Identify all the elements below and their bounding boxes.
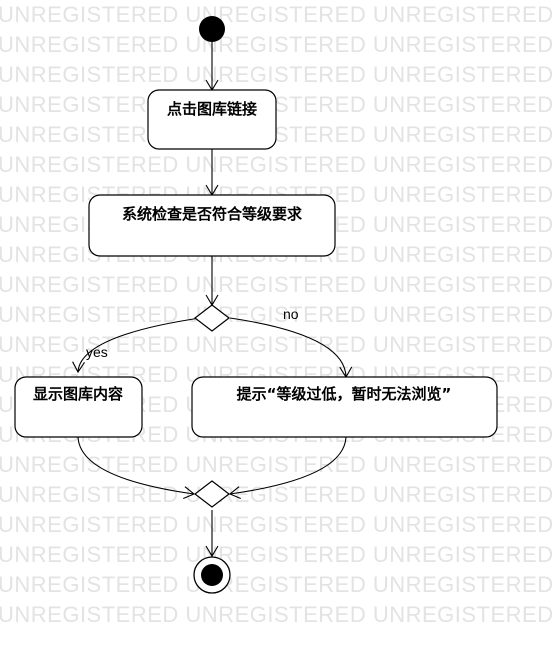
guard-yes-label: yes: [86, 344, 108, 360]
watermark-row: UNREGISTERED UNREGISTERED UNREGISTERED U…: [0, 602, 558, 627]
merge-node: [194, 480, 230, 508]
action-system-check-level: [88, 194, 336, 257]
initial-node: [199, 16, 225, 42]
watermark-row: UNREGISTERED UNREGISTERED UNREGISTERED U…: [0, 572, 558, 597]
watermark-row: UNREGISTERED UNREGISTERED UNREGISTERED U…: [0, 272, 558, 297]
action-prompt-level-too-low: [191, 376, 498, 438]
watermark-row: UNREGISTERED UNREGISTERED UNREGISTERED U…: [0, 332, 558, 357]
watermark-row: UNREGISTERED UNREGISTERED UNREGISTERED U…: [0, 452, 558, 477]
edge-prompt-to-merge: [228, 436, 347, 500]
watermark-row: UNREGISTERED UNREGISTERED UNREGISTERED U…: [0, 152, 558, 177]
watermark-row: UNREGISTERED UNREGISTERED UNREGISTERED U…: [0, 62, 558, 87]
action-system-check-level-label: 系统检查是否符合等级要求: [122, 205, 303, 223]
final-node-core: [201, 564, 223, 586]
guard-no-label: no: [283, 306, 299, 322]
action-show-gallery-content-label: 显示图库内容: [33, 385, 123, 403]
watermark-row: UNREGISTERED UNREGISTERED UNREGISTERED U…: [0, 542, 558, 567]
watermark-row: UNREGISTERED UNREGISTERED UNREGISTERED U…: [0, 302, 558, 327]
edge-decision-no: [229, 317, 353, 379]
action-click-gallery-link-label: 点击图库链接: [167, 100, 257, 118]
watermark-row: UNREGISTERED UNREGISTERED UNREGISTERED U…: [0, 122, 558, 147]
watermark: UNREGISTERED UNREGISTERED UNREGISTERED U…: [0, 2, 558, 627]
watermark-row: UNREGISTERED UNREGISTERED UNREGISTERED U…: [0, 92, 558, 117]
edge-decision-yes: [72, 317, 201, 374]
action-click-gallery-link: [147, 89, 277, 150]
edge-show-to-merge: [77, 436, 196, 500]
decision-node: [194, 304, 230, 332]
action-show-gallery-content: [14, 376, 143, 438]
action-prompt-level-too-low-label: 提示“等级过低，暂时无法浏览”: [237, 385, 452, 403]
watermark-row: UNREGISTERED UNREGISTERED UNREGISTERED U…: [0, 482, 558, 507]
watermark-row: UNREGISTERED UNREGISTERED UNREGISTERED U…: [0, 32, 558, 57]
watermark-row: UNREGISTERED UNREGISTERED UNREGISTERED U…: [0, 512, 558, 537]
watermark-row: UNREGISTERED UNREGISTERED UNREGISTERED U…: [0, 2, 558, 27]
